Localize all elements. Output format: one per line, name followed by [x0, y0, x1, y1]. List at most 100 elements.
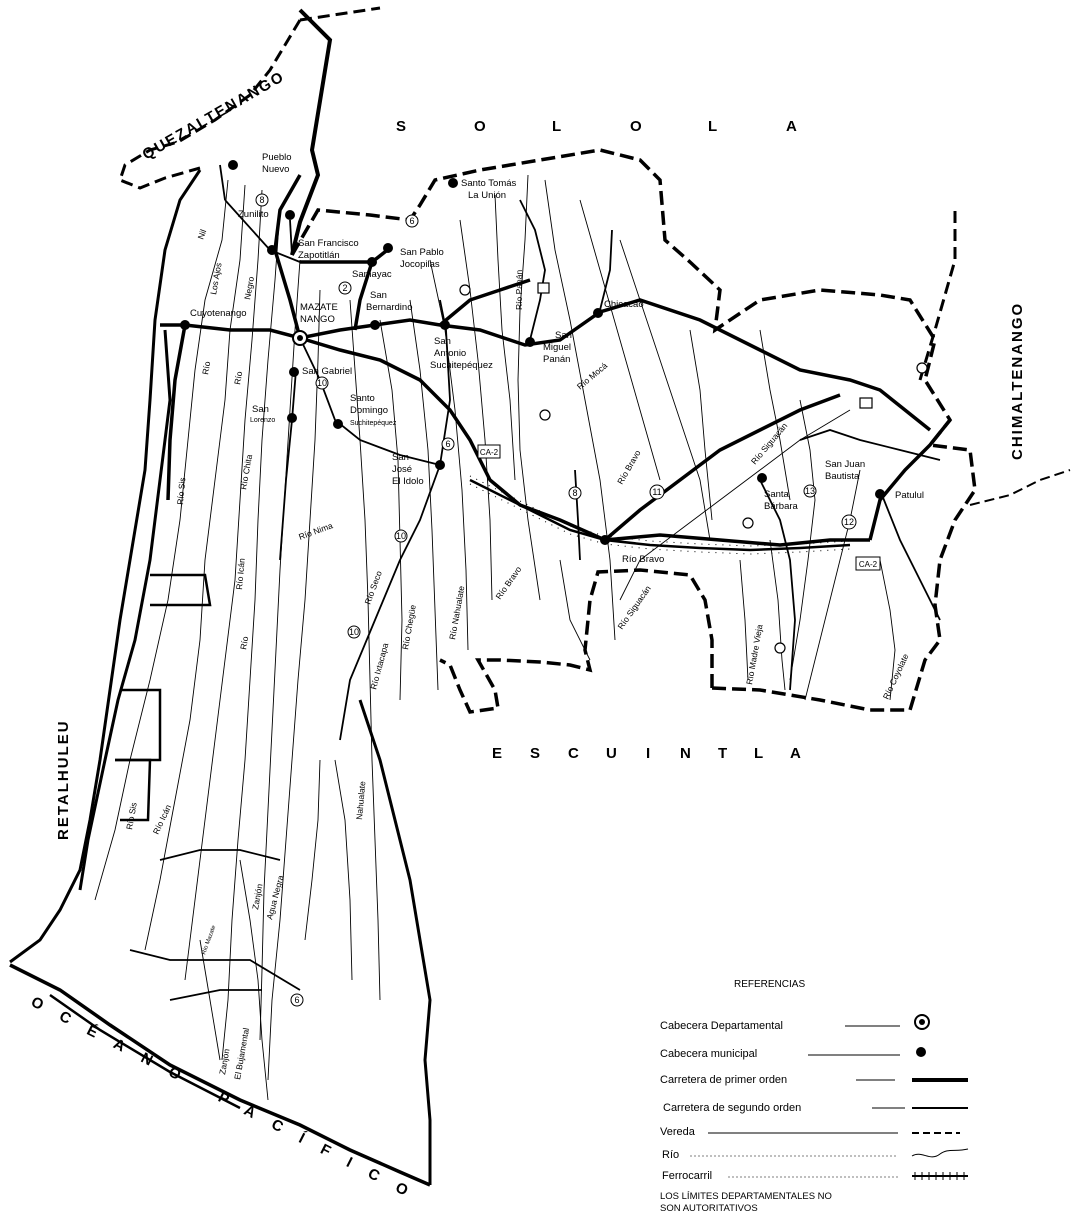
river-sis: Río Sis	[124, 802, 139, 831]
municipal-marker	[267, 245, 277, 255]
municipal-marker	[435, 460, 445, 470]
route-marker: 8	[255, 193, 269, 207]
label-solola-6: A	[786, 118, 799, 135]
svg-text:8: 8	[259, 195, 264, 205]
town-santo-domingo-2: Domingo	[350, 405, 388, 416]
municipal-marker	[367, 257, 377, 267]
town-san-miguel-1: San	[555, 330, 572, 341]
town-san-pablo-2: Jocopilas	[400, 259, 440, 270]
town-san-pablo-1: San Pablo	[400, 247, 444, 258]
municipal-marker	[285, 210, 295, 220]
river-nahualate-lower: Nahualate	[354, 780, 367, 820]
river-los-ajos: Los Ajos	[208, 262, 223, 295]
municipal-marker	[448, 178, 458, 188]
route-marker: 6	[290, 993, 304, 1007]
route-marker: 6	[441, 437, 455, 451]
river-ican: Río Icán	[151, 803, 174, 836]
river-agua-negra: Agua Negra	[264, 874, 285, 921]
river-zanjon: Zanjón	[250, 883, 264, 911]
river-siguacan-south: Río Siguacán	[615, 583, 653, 631]
label-escuintla-5: I	[646, 745, 652, 762]
town-santo-domingo-3: Suchitepéquez	[350, 420, 397, 427]
svg-text:CA-2: CA-2	[480, 448, 499, 457]
town-san-antonio-2: Antonio	[434, 348, 466, 359]
label-retalhuleu: RETALHULEU	[55, 719, 72, 840]
river-seco: Río Seco	[362, 569, 383, 606]
town-san-bernardino-1: San	[370, 290, 387, 301]
route-marker: 10	[315, 376, 329, 390]
town-santo-domingo-1: Santo	[350, 393, 375, 404]
neighbor-labels: QUEZALTENANGO S O L O L A CHIMALTENANGO …	[28, 68, 1026, 1209]
river-el-bujamental: El Bujamental	[232, 1027, 251, 1080]
town-santo-tomas-1: Santo Tomás	[461, 178, 517, 189]
route-marker: 10	[394, 529, 408, 543]
municipal-marker	[289, 367, 299, 377]
ca2-marker: CA-2	[477, 444, 501, 459]
river-panan: Río Panán	[514, 270, 524, 310]
label-escuintla-4: U	[606, 745, 619, 762]
legend-carretera-primer-orden: Carretera de primer orden	[660, 1074, 787, 1086]
town-santa-barbara-2: Bárbara	[764, 501, 799, 512]
svg-text:10: 10	[396, 531, 406, 541]
town-mazatenango-1: MAZATE	[300, 302, 338, 313]
town-samayac: Samayac	[352, 269, 392, 280]
svg-text:12: 12	[844, 517, 854, 527]
legend-ferrocarril: Ferrocarril	[662, 1170, 712, 1182]
river-nima: Río Nima	[297, 520, 334, 542]
town-rio-bravo: Río Bravo	[622, 554, 664, 565]
route-marker: 2	[338, 281, 352, 295]
legend: REFERENCIAS Cabecera Departamental Cabec…	[660, 979, 969, 1214]
route-markers: 8 6 2 10 6 10 10 8 11 12 13 6 CA-2 CA-2	[255, 193, 881, 1007]
label-escuintla-8: L	[754, 745, 765, 762]
town-san-jose-1: San	[392, 452, 409, 463]
route-marker: 10	[347, 625, 361, 639]
legend-title: REFERENCIAS	[734, 979, 805, 990]
svg-text:13: 13	[805, 486, 815, 496]
town-san-bernardino-2: Bernardino	[366, 302, 412, 313]
svg-text:CA-2: CA-2	[859, 560, 878, 569]
municipal-marker	[593, 308, 603, 318]
river-bravo: Río Bravo	[493, 564, 523, 601]
municipal-marker	[383, 243, 393, 253]
town-san-francisco-2: Zapotitlán	[298, 250, 340, 261]
label-solola-4: O	[630, 118, 644, 135]
town-patulul: Patulul	[895, 490, 924, 501]
ca2-marker: CA-2	[855, 556, 881, 571]
route-marker: 8	[568, 486, 582, 500]
secondary-roads	[129, 164, 941, 1001]
town-san-juan-1: San Juan	[825, 459, 865, 470]
river-zanjon-2: Zanjón	[217, 1048, 231, 1076]
legend-cabecera-departamental: Cabecera Departamental	[660, 1020, 783, 1032]
svg-text:6: 6	[445, 439, 450, 449]
town-san-gabriel: San Gabriel	[302, 366, 352, 377]
municipal-marker	[757, 473, 767, 483]
legend-cabecera-municipal: Cabecera municipal	[660, 1048, 757, 1060]
municipal-marker	[180, 320, 190, 330]
municipal-marker	[370, 320, 380, 330]
town-san-antonio-3: Suchitepéquez	[430, 360, 493, 371]
municipal-marker	[228, 160, 238, 170]
route-marker: 11	[649, 484, 665, 500]
river-sis-west: Río Sis	[175, 477, 187, 505]
town-pueblo-nuevo-2: Nuevo	[262, 164, 289, 175]
legend-note-1: LOS LÍMITES DEPARTAMENTALES NO	[660, 1191, 832, 1202]
town-san-jose-3: El Idolo	[392, 476, 424, 487]
river-madre-vieja: Río Madre Vieja	[744, 623, 764, 685]
route-marker: 13	[803, 484, 817, 498]
label-escuintla-6: N	[680, 745, 693, 762]
legend-note-2: SON AUTORITATIVOS	[660, 1203, 758, 1214]
svg-text:10: 10	[349, 627, 359, 637]
river-chegue: Río Chegüe	[400, 604, 418, 651]
label-escuintla-7: T	[718, 745, 729, 762]
svg-text:2: 2	[342, 283, 347, 293]
rivers	[94, 174, 896, 1101]
label-solola-1: S	[396, 118, 408, 135]
town-san-antonio-1: San	[434, 336, 451, 347]
river-coyolate: Río Coyolate	[881, 652, 911, 701]
town-san-francisco-1: San Francisco	[298, 238, 359, 249]
river-ixtacapa: Río Ixtacapa	[368, 642, 390, 691]
river-nahualate: Río Nahualate	[447, 585, 466, 641]
route-marker: 12	[841, 514, 857, 530]
railway	[469, 475, 851, 555]
